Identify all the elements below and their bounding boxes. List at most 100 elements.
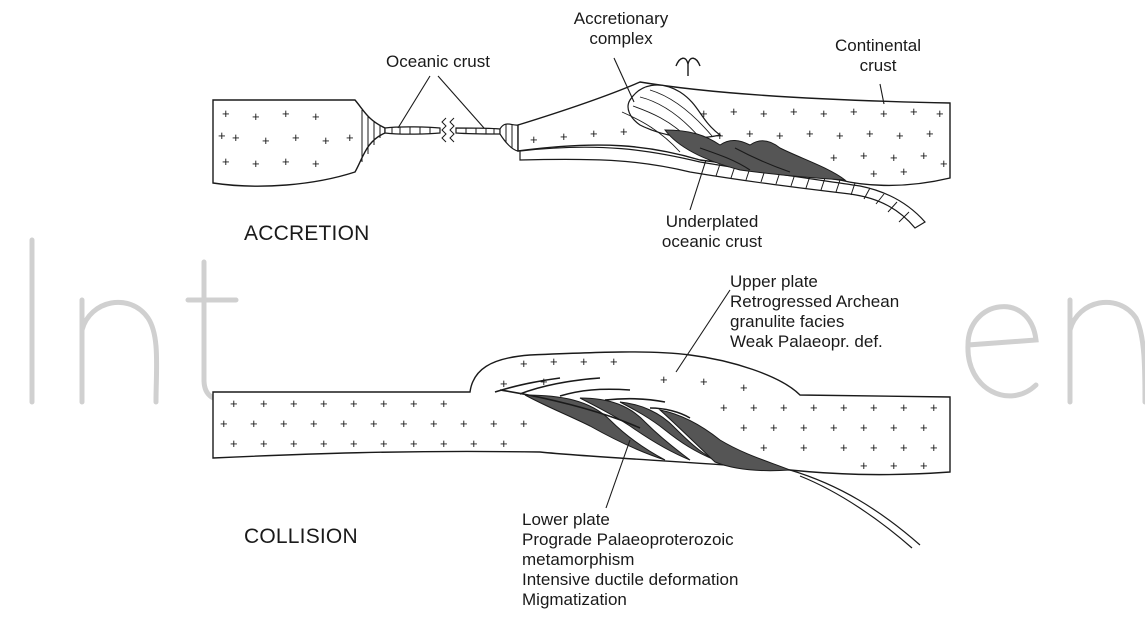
- lower-plate-description: Lower plate Prograde Palaeoproterozoic m…: [522, 510, 738, 610]
- svg-text:+: +: [230, 396, 238, 411]
- svg-text:+: +: [320, 436, 328, 451]
- svg-text:+: +: [310, 416, 318, 431]
- svg-text:+: +: [920, 420, 928, 435]
- svg-text:+: +: [760, 106, 768, 121]
- svg-text:+: +: [720, 400, 728, 415]
- svg-text:+: +: [870, 440, 878, 455]
- svg-text:+: +: [220, 416, 228, 431]
- svg-text:+: +: [896, 128, 904, 143]
- svg-text:+: +: [312, 109, 320, 124]
- svg-text:+: +: [252, 109, 260, 124]
- svg-text:+: +: [346, 130, 354, 145]
- svg-text:+: +: [810, 400, 818, 415]
- svg-text:+: +: [940, 156, 948, 171]
- svg-text:+: +: [292, 130, 300, 145]
- lower-plate-line: Intensive ductile deformation: [522, 570, 738, 590]
- svg-text:+: +: [880, 106, 888, 121]
- svg-text:+: +: [820, 106, 828, 121]
- svg-text:+: +: [400, 416, 408, 431]
- svg-text:+: +: [840, 400, 848, 415]
- svg-text:+: +: [926, 126, 934, 141]
- svg-text:+: +: [800, 440, 808, 455]
- svg-text:+: +: [222, 154, 230, 169]
- svg-text:+: +: [860, 148, 868, 163]
- svg-text:+: +: [320, 396, 328, 411]
- continental-crust-label: Continental crust: [816, 36, 940, 76]
- svg-text:+: +: [700, 374, 708, 389]
- continental-crust-line1: Continental: [816, 36, 940, 56]
- svg-text:+: +: [900, 400, 908, 415]
- accretionary-complex-label: Accretionary complex: [556, 9, 686, 49]
- svg-text:+: +: [380, 396, 388, 411]
- svg-text:+: +: [900, 164, 908, 179]
- svg-text:+: +: [430, 416, 438, 431]
- svg-text:+: +: [222, 106, 230, 121]
- svg-text:+: +: [530, 132, 538, 147]
- svg-text:+: +: [290, 396, 298, 411]
- svg-text:+: +: [560, 129, 568, 144]
- svg-text:+: +: [350, 396, 358, 411]
- oceanic-crust-left: [385, 127, 440, 134]
- svg-text:+: +: [260, 396, 268, 411]
- upper-plate-line: Weak Palaeopr. def.: [730, 332, 899, 352]
- svg-text:+: +: [860, 420, 868, 435]
- collision-section-label: COLLISION: [244, 525, 358, 549]
- svg-text:+: +: [620, 124, 628, 139]
- svg-text:+: +: [280, 416, 288, 431]
- svg-text:+: +: [930, 400, 938, 415]
- svg-text:+: +: [340, 416, 348, 431]
- continental-crust-line2: crust: [816, 56, 940, 76]
- oceanic-crust-label: Oceanic crust: [356, 52, 520, 72]
- svg-text:+: +: [830, 420, 838, 435]
- svg-text:+: +: [900, 440, 908, 455]
- accretionary-complex-line1: Accretionary: [556, 9, 686, 29]
- svg-text:+: +: [870, 166, 878, 181]
- svg-text:+: +: [380, 436, 388, 451]
- svg-text:+: +: [580, 354, 588, 369]
- upper-plate-line: Retrogressed Archean: [730, 292, 899, 312]
- svg-text:+: +: [440, 436, 448, 451]
- lower-plate-line: Migmatization: [522, 590, 738, 610]
- underplated-line2: oceanic crust: [638, 232, 786, 252]
- svg-text:+: +: [262, 133, 270, 148]
- lower-plate-line: Lower plate: [522, 510, 738, 530]
- svg-text:+: +: [520, 416, 528, 431]
- underplated-line1: Underplated: [638, 212, 786, 232]
- accretion-section-label: ACCRETION: [244, 222, 369, 246]
- svg-text:+: +: [282, 106, 290, 121]
- svg-text:+: +: [936, 106, 944, 121]
- svg-text:+: +: [500, 436, 508, 451]
- svg-text:+: +: [930, 440, 938, 455]
- svg-text:+: +: [740, 420, 748, 435]
- svg-text:+: +: [312, 156, 320, 171]
- svg-text:+: +: [322, 133, 330, 148]
- lower-plate-line: metamorphism: [522, 550, 738, 570]
- svg-text:+: +: [806, 126, 814, 141]
- svg-text:+: +: [860, 458, 868, 473]
- svg-text:+: +: [260, 436, 268, 451]
- svg-text:+: +: [836, 128, 844, 143]
- svg-text:+: +: [410, 436, 418, 451]
- svg-text:+: +: [920, 148, 928, 163]
- svg-text:+: +: [252, 156, 260, 171]
- svg-text:+: +: [850, 104, 858, 119]
- svg-text:+: +: [730, 104, 738, 119]
- svg-text:+: +: [460, 416, 468, 431]
- svg-text:+: +: [830, 150, 838, 165]
- lower-plate-line: Prograde Palaeoproterozoic: [522, 530, 738, 550]
- svg-text:+: +: [760, 440, 768, 455]
- upper-plate-line: Upper plate: [730, 272, 899, 292]
- svg-text:+: +: [910, 104, 918, 119]
- svg-text:+: +: [440, 396, 448, 411]
- svg-text:+: +: [550, 354, 558, 369]
- svg-text:+: +: [890, 458, 898, 473]
- lower-plate-tail: [790, 470, 920, 548]
- upper-plate-line: granulite facies: [730, 312, 899, 332]
- svg-text:+: +: [350, 436, 358, 451]
- svg-text:+: +: [660, 372, 668, 387]
- svg-text:+: +: [218, 128, 226, 143]
- svg-text:+: +: [746, 126, 754, 141]
- svg-text:+: +: [290, 436, 298, 451]
- svg-text:+: +: [800, 420, 808, 435]
